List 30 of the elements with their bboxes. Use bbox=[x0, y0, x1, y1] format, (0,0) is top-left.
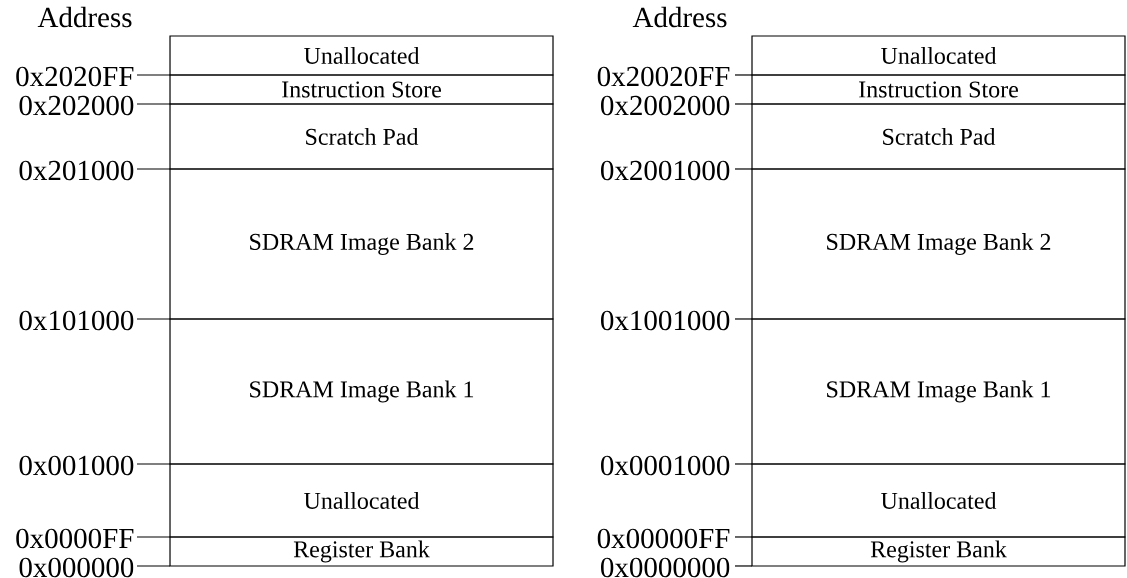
memory-region-box: SDRAM Image Bank 1 bbox=[751, 318, 1126, 465]
address-axis-tick: 0x1001000 bbox=[601, 310, 753, 331]
address-axis-tick: 0x20020FF bbox=[597, 66, 753, 87]
memory-region-box: Register Bank bbox=[169, 536, 554, 567]
address-axis-tick: 0x000000 bbox=[19, 557, 171, 578]
memory-region-box: Unallocated bbox=[169, 463, 554, 538]
column-heading: Address bbox=[632, 6, 727, 28]
address-axis-tick: 0x101000 bbox=[19, 310, 171, 331]
memory-region-box: Scratch Pad bbox=[751, 103, 1126, 170]
address-axis-tick: 0x00000FF bbox=[597, 528, 753, 549]
column-heading: Address bbox=[37, 6, 132, 28]
memory-region-box: Unallocated bbox=[169, 35, 554, 76]
address-axis-tick: 0x2020FF bbox=[16, 66, 171, 87]
memory-region-box: Unallocated bbox=[751, 35, 1126, 76]
memory-region-box: Instruction Store bbox=[169, 74, 554, 105]
memory-region-box: Instruction Store bbox=[751, 74, 1126, 105]
memory-region-box: SDRAM Image Bank 2 bbox=[169, 168, 554, 320]
address-axis-tick: 0x201000 bbox=[19, 160, 171, 181]
address-axis-tick: 0x0000FF bbox=[16, 528, 171, 549]
memory-region-box: Register Bank bbox=[751, 536, 1126, 567]
memory-region-box: Unallocated bbox=[751, 463, 1126, 538]
address-axis-tick: 0x2001000 bbox=[601, 160, 753, 181]
address-axis-tick: 0x001000 bbox=[19, 455, 171, 476]
memory-region-box: SDRAM Image Bank 1 bbox=[169, 318, 554, 465]
address-axis-tick: 0x0001000 bbox=[601, 455, 753, 476]
address-axis-tick: 0x202000 bbox=[19, 95, 171, 116]
address-axis-tick: 0x0000000 bbox=[601, 557, 753, 578]
memory-region-box: SDRAM Image Bank 2 bbox=[751, 168, 1126, 320]
memory-region-box: Scratch Pad bbox=[169, 103, 554, 170]
address-axis-tick: 0x2002000 bbox=[601, 95, 753, 116]
